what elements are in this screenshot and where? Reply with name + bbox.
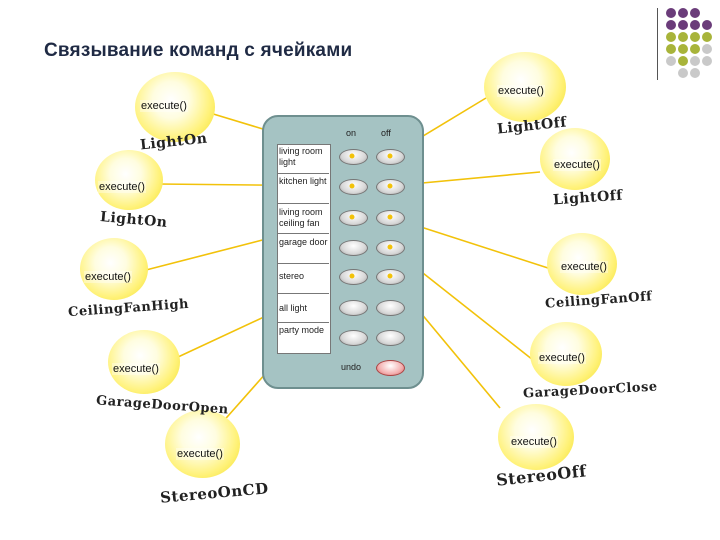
column-header-on: on: [346, 128, 357, 138]
on-button-slot-6[interactable]: [339, 300, 368, 316]
decor-dot: [690, 8, 700, 18]
decor-dot: [678, 68, 688, 78]
connection-dot: [349, 273, 355, 279]
decor-dot: [678, 56, 688, 66]
command-blob: [108, 330, 180, 394]
on-button-slot-4[interactable]: [339, 240, 368, 256]
undo-button[interactable]: [376, 360, 405, 376]
decor-dot: [702, 20, 712, 30]
off-button-slot-7[interactable]: [376, 330, 405, 346]
decor-divider: [657, 8, 658, 80]
slide-title: Связывание команд с ячейками: [44, 40, 353, 61]
decor-dot: [678, 8, 688, 18]
decor-dot: [666, 32, 676, 42]
decor-dot: [678, 44, 688, 54]
connection-dot: [387, 153, 393, 159]
connection-dot: [387, 244, 393, 250]
decor-dot: [690, 32, 700, 42]
command-blob: [484, 52, 566, 122]
on-button-slot-7[interactable]: [339, 330, 368, 346]
slot-label: stereo: [279, 271, 305, 281]
slot-label: all light: [279, 303, 308, 313]
decor-dot: [690, 44, 700, 54]
execute-label: execute(): [538, 352, 586, 364]
slot-divider: [277, 173, 329, 174]
decor-dot: [666, 8, 676, 18]
decor-dot: [690, 56, 700, 66]
execute-label: execute(): [84, 271, 132, 283]
column-header-off: off: [381, 128, 391, 138]
execute-label: execute(): [497, 85, 545, 97]
execute-label: execute(): [510, 436, 558, 448]
command-blob: [530, 322, 602, 386]
slot-divider: [277, 322, 329, 323]
command-blob: [498, 404, 574, 470]
command-blob: [165, 410, 240, 478]
slot-label: living room light: [279, 146, 323, 167]
execute-label: execute(): [176, 448, 224, 460]
slot-label: party mode: [279, 325, 325, 335]
slot-label: kitchen light: [279, 176, 327, 186]
slot-label-panel: [277, 144, 331, 354]
command-blob: [547, 233, 617, 295]
off-button-slot-6[interactable]: [376, 300, 405, 316]
connection-dot: [349, 214, 355, 220]
decor-dot: [678, 20, 688, 30]
command-blob: [95, 150, 163, 210]
slot-divider: [277, 263, 329, 264]
decor-dot: [666, 20, 676, 30]
decor-dot: [690, 20, 700, 30]
execute-label: execute(): [98, 181, 146, 193]
connection-dot: [387, 183, 393, 189]
slot-divider: [277, 203, 329, 204]
decor-dot: [702, 44, 712, 54]
undo-label: undo: [341, 362, 362, 372]
connection-dot: [387, 273, 393, 279]
execute-label: execute(): [553, 159, 601, 171]
decor-dot: [702, 56, 712, 66]
execute-label: execute(): [140, 100, 188, 112]
slot-divider: [277, 233, 329, 234]
execute-label: execute(): [560, 261, 608, 273]
decor-dot: [702, 32, 712, 42]
command-blob: [80, 238, 148, 300]
decor-dot-grid: [666, 8, 718, 80]
slot-divider: [277, 293, 329, 294]
connection-dot: [349, 153, 355, 159]
connection-dot: [349, 183, 355, 189]
decor-dot: [678, 32, 688, 42]
decor-dot: [690, 68, 700, 78]
decor-dot: [666, 44, 676, 54]
connection-dot: [387, 214, 393, 220]
decor-dot: [666, 56, 676, 66]
slot-label: living room ceiling fan: [279, 207, 323, 228]
command-blob: [135, 72, 215, 142]
slot-label: garage door: [279, 237, 328, 247]
command-blob: [540, 128, 610, 190]
execute-label: execute(): [112, 363, 160, 375]
